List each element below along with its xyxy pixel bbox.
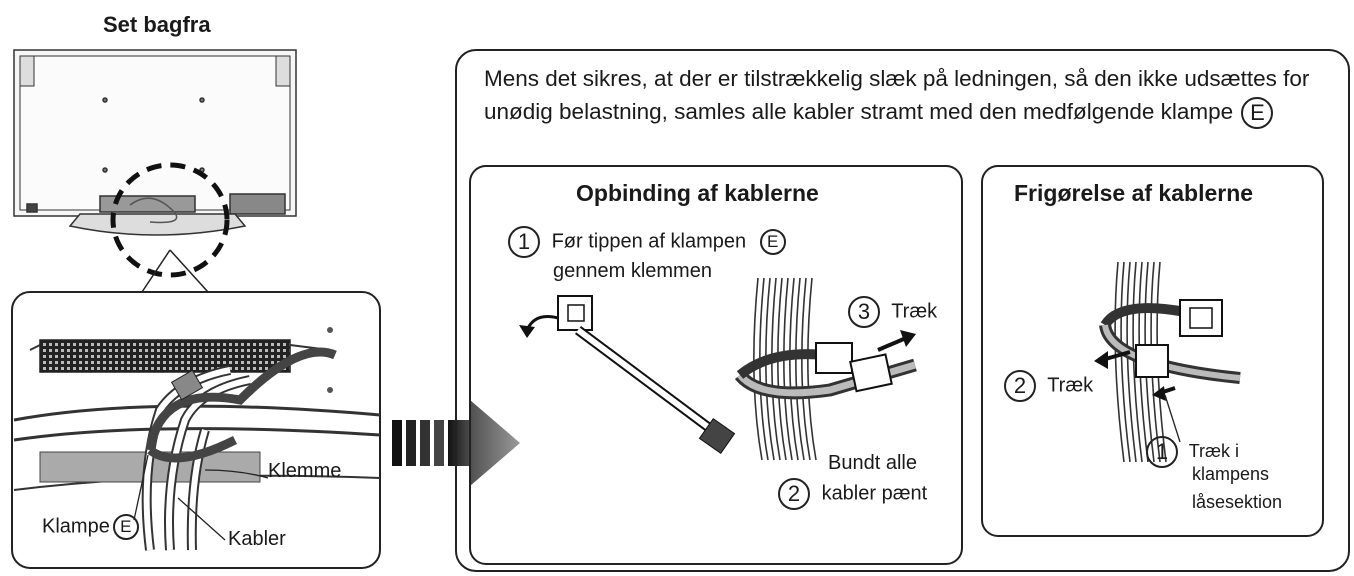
binding-panel <box>469 165 963 565</box>
klampe-text: Klampe <box>42 515 110 538</box>
binding-step1: 1 Før tippen af klampen E <box>508 226 792 258</box>
cable-detail-box <box>11 291 381 569</box>
release-step2-num: 2 <box>1004 370 1036 402</box>
zoom-circle <box>110 162 230 278</box>
release-step1-line1: Træk i <box>1188 440 1240 461</box>
kabler-label: Kabler <box>228 528 286 550</box>
binding-step2-num: 2 <box>778 478 810 510</box>
binding-step1-e-mark: E <box>759 229 786 255</box>
release-step2: 2 Træk <box>1004 370 1093 402</box>
binding-step3-num: 3 <box>848 296 880 328</box>
back-view-title: Set bagfra <box>103 12 211 37</box>
klampe-e-mark: E <box>112 514 139 540</box>
release-step1-num: 1 <box>1146 436 1178 468</box>
release-step1-line3: låsesektion <box>1192 492 1283 512</box>
binding-step2: 2 kabler pænt <box>778 478 927 510</box>
binding-step3-text: Træk <box>891 300 938 323</box>
intro-sentence: Mens det sikres, at der er tilstrækkelig… <box>484 66 1310 124</box>
binding-step3: 3 Træk <box>848 296 937 328</box>
release-title: Frigørelse af kablerne <box>1014 180 1254 206</box>
binding-step2-line2: kabler pænt <box>821 482 928 505</box>
binding-step1-num: 1 <box>508 226 540 258</box>
transition-arrow <box>392 400 520 486</box>
intro-text: Mens det sikres, at der er tilstrækkelig… <box>484 62 1334 130</box>
binding-step2-line1: Bundt alle <box>828 452 917 474</box>
intro-e-mark: E <box>1241 97 1274 130</box>
binding-title: Opbinding af kablerne <box>576 180 819 206</box>
klemme-label: Klemme <box>268 460 342 482</box>
release-step1: 1 Træk i <box>1146 436 1239 468</box>
instructions-frame <box>455 49 1350 572</box>
release-panel <box>981 165 1324 537</box>
binding-step1-line2: gennem klemmen <box>553 260 712 282</box>
tv-back-illustration <box>13 49 297 236</box>
binding-step1-line1: Før tippen af klampen <box>551 230 747 253</box>
release-step1-line2: klampens <box>1192 464 1270 484</box>
release-step2-text: Træk <box>1047 374 1094 397</box>
